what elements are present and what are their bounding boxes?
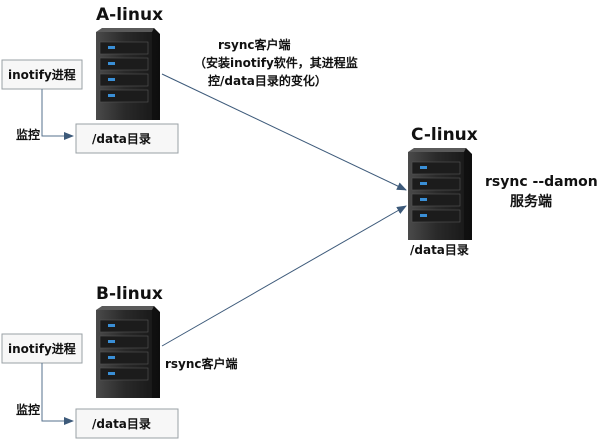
server-a-title: A-linux bbox=[96, 5, 163, 25]
b-inotify-label: inotify进程 bbox=[8, 341, 76, 356]
a-data-label: /data目录 bbox=[92, 132, 151, 146]
c-data-label: /data目录 bbox=[410, 243, 469, 257]
a-data-box: /data目录 bbox=[75, 123, 179, 154]
a-client-label-line2: （安装inotify软件，其进程监 bbox=[194, 55, 358, 70]
server-b-icon bbox=[96, 306, 160, 398]
b-data-box: /data目录 bbox=[75, 408, 179, 439]
b-to-c-arrow bbox=[161, 205, 407, 347]
b-monitor-label: 监控 bbox=[16, 402, 40, 417]
a-client-label-line3: 控/data目录的变化） bbox=[208, 73, 327, 88]
a-inotify-box: inotify进程 bbox=[1, 59, 83, 90]
b-data-label: /data目录 bbox=[92, 417, 151, 431]
server-c-icon bbox=[408, 148, 472, 240]
c-server-label-line2: 服务端 bbox=[510, 193, 552, 210]
a-inotify-label: inotify进程 bbox=[8, 67, 76, 82]
server-b: B-linux bbox=[96, 284, 163, 398]
b-inotify-box: inotify进程 bbox=[1, 333, 83, 364]
server-c: C-linux bbox=[408, 125, 478, 240]
c-server-label-line1: rsync --damon bbox=[485, 174, 598, 190]
server-c-title: C-linux bbox=[411, 125, 478, 145]
a-to-c-arrow bbox=[161, 73, 407, 191]
server-a: A-linux bbox=[96, 5, 163, 120]
a-monitor-label: 监控 bbox=[16, 127, 40, 142]
b-client-label: rsync客户端 bbox=[165, 356, 238, 371]
a-client-label-line1: rsync客户端 bbox=[218, 37, 291, 52]
server-a-icon bbox=[96, 28, 160, 120]
server-b-title: B-linux bbox=[96, 284, 163, 304]
